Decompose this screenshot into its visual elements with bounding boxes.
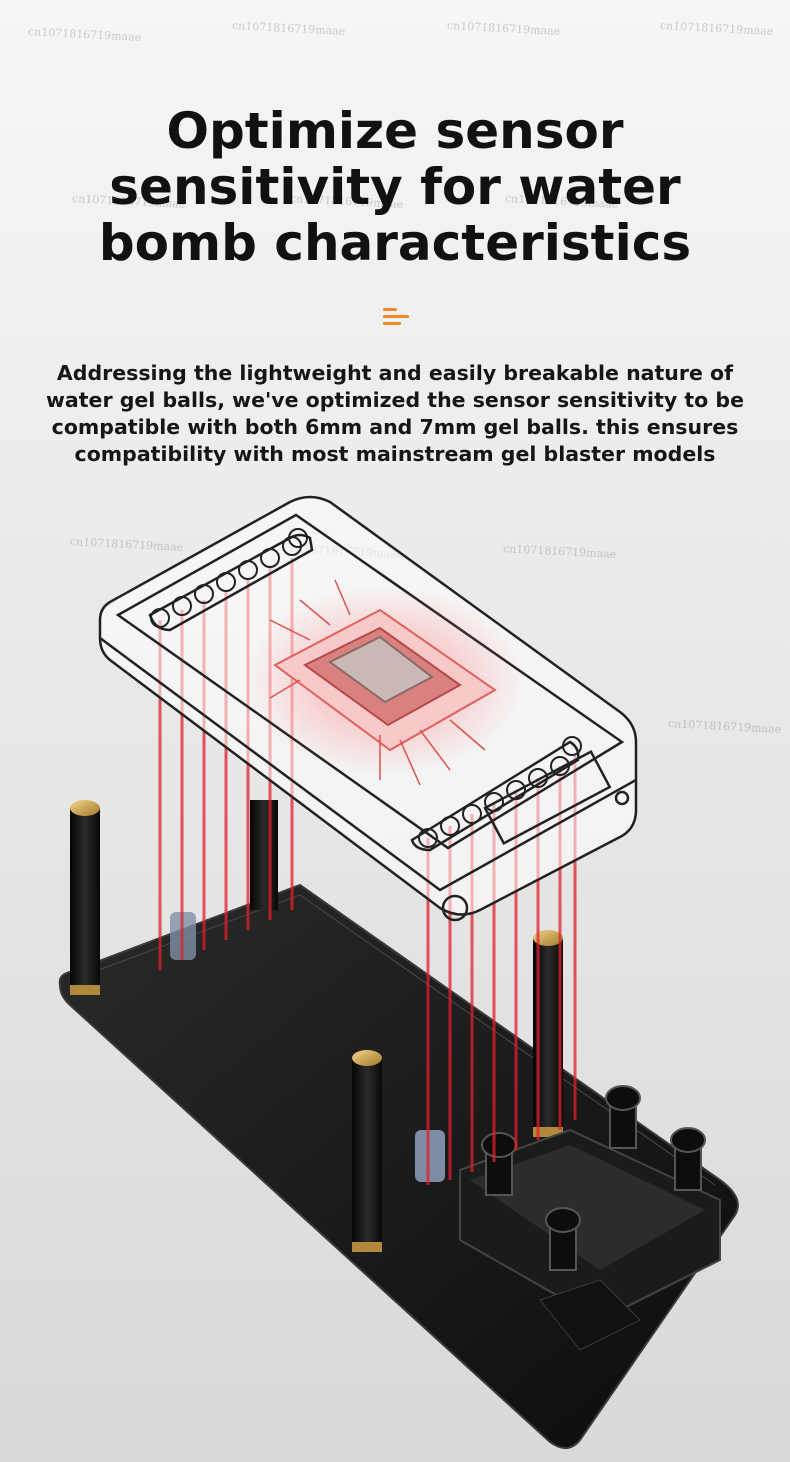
rail-clamp [459, 1085, 721, 1351]
processor-chip-icon [245, 579, 525, 786]
feature-description: Addressing the lightweight and easily br… [18, 360, 772, 468]
description-line: compatibility with most mainstream gel b… [74, 442, 716, 466]
watermark: cn1071816719maae [231, 19, 346, 38]
watermark: cn1071816719maae [27, 25, 142, 44]
watermark: cn1071816719maae [659, 19, 774, 38]
title-line: bomb characteristics [98, 214, 692, 272]
title-line: Optimize sensor [166, 102, 624, 160]
description-line: water gel balls, we've optimized the sen… [45, 388, 744, 412]
product-illustration [58, 495, 739, 1449]
description-line: Addressing the lightweight and easily br… [56, 361, 734, 385]
page-title: Optimize sensor sensitivity for water bo… [0, 103, 790, 271]
description-line: compatible with both 6mm and 7mm gel bal… [51, 415, 739, 439]
orange-lines-icon [383, 307, 409, 327]
title-line: sensitivity for water [109, 158, 681, 216]
watermark: cn1071816719maae [446, 19, 561, 38]
